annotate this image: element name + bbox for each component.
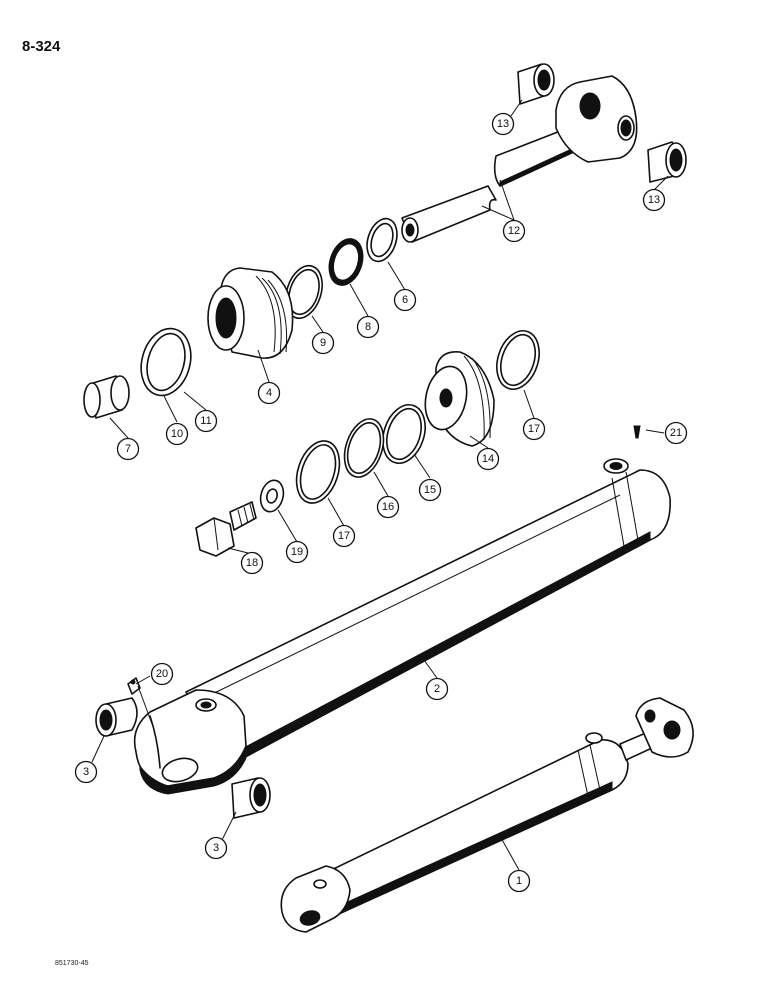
- svg-text:8: 8: [365, 321, 371, 333]
- callout-20: 20: [150, 662, 174, 686]
- callout-13-right: 13: [642, 188, 666, 212]
- washer-19: [259, 479, 285, 513]
- wear-ring-17-top: [496, 330, 540, 390]
- callout-16: 16: [376, 495, 400, 519]
- callout-18: 18: [240, 551, 264, 575]
- svg-text:3: 3: [83, 766, 89, 778]
- o-ring-11: [140, 327, 192, 397]
- svg-text:17: 17: [338, 530, 350, 542]
- callout-13-top: 13: [491, 112, 515, 136]
- callout-21: 21: [664, 421, 688, 445]
- wiper-ring-6: [366, 217, 398, 263]
- callout-15: 15: [418, 478, 442, 502]
- backup-ring-9: [285, 264, 323, 320]
- callout-3-right: 3: [204, 836, 228, 860]
- callout-9: 9: [311, 331, 335, 355]
- callout-6: 6: [393, 288, 417, 312]
- svg-text:7: 7: [125, 443, 131, 455]
- grease-fitting-20: [127, 677, 141, 695]
- bushing-13-top: [517, 63, 555, 105]
- svg-text:17: 17: [528, 423, 540, 435]
- svg-text:9: 9: [320, 337, 326, 349]
- callout-17-top: 17: [522, 417, 546, 441]
- seal-16: [343, 418, 385, 478]
- svg-text:1: 1: [516, 875, 522, 887]
- callout-3-left: 3: [74, 760, 98, 784]
- svg-text:16: 16: [382, 501, 394, 513]
- bushing-13-right: [647, 141, 687, 183]
- callout-19: 19: [285, 540, 309, 564]
- piston-rod-12: [401, 75, 638, 243]
- page-number: 8-324: [22, 38, 61, 55]
- callout-8: 8: [356, 315, 380, 339]
- svg-text:6: 6: [402, 294, 408, 306]
- bushing-3-left: [95, 697, 138, 737]
- svg-text:14: 14: [482, 453, 494, 465]
- svg-text:21: 21: [670, 427, 682, 439]
- svg-text:12: 12: [508, 225, 520, 237]
- svg-text:13: 13: [648, 194, 660, 206]
- svg-text:2: 2: [434, 683, 440, 695]
- svg-text:11: 11: [200, 415, 211, 427]
- svg-text:10: 10: [171, 428, 183, 440]
- rod-seal-8: [328, 238, 364, 286]
- assembled-cylinder: [280, 697, 694, 933]
- bolt-18: [195, 501, 257, 557]
- bushing-7: [83, 375, 130, 419]
- svg-text:18: 18: [246, 557, 258, 569]
- grease-fitting-21: [633, 425, 641, 439]
- callout-11: 11: [194, 409, 218, 433]
- callout-14: 14: [476, 447, 500, 471]
- wear-ring-17-bottom: [295, 440, 341, 504]
- figure-code: 851730-45: [55, 960, 89, 967]
- leader-lines: [91, 99, 669, 871]
- callout-10: 10: [165, 422, 189, 446]
- svg-text:3: 3: [213, 842, 219, 854]
- svg-text:20: 20: [156, 668, 168, 680]
- svg-text:13: 13: [497, 118, 509, 130]
- callout-4: 4: [257, 381, 281, 405]
- bushing-3-right: [231, 777, 271, 819]
- callout-17-bottom: 17: [332, 524, 356, 548]
- seal-15: [382, 404, 426, 464]
- callout-2: 2: [425, 677, 449, 701]
- piston-14: [424, 351, 495, 447]
- svg-text:4: 4: [266, 387, 272, 399]
- callout-12: 12: [502, 219, 526, 243]
- svg-text:19: 19: [291, 546, 303, 558]
- callout-1: 1: [507, 869, 531, 893]
- cylinder-barrel: [133, 458, 671, 795]
- cylinder-head-4: [207, 267, 294, 359]
- callout-7: 7: [116, 437, 140, 461]
- svg-text:15: 15: [424, 484, 436, 496]
